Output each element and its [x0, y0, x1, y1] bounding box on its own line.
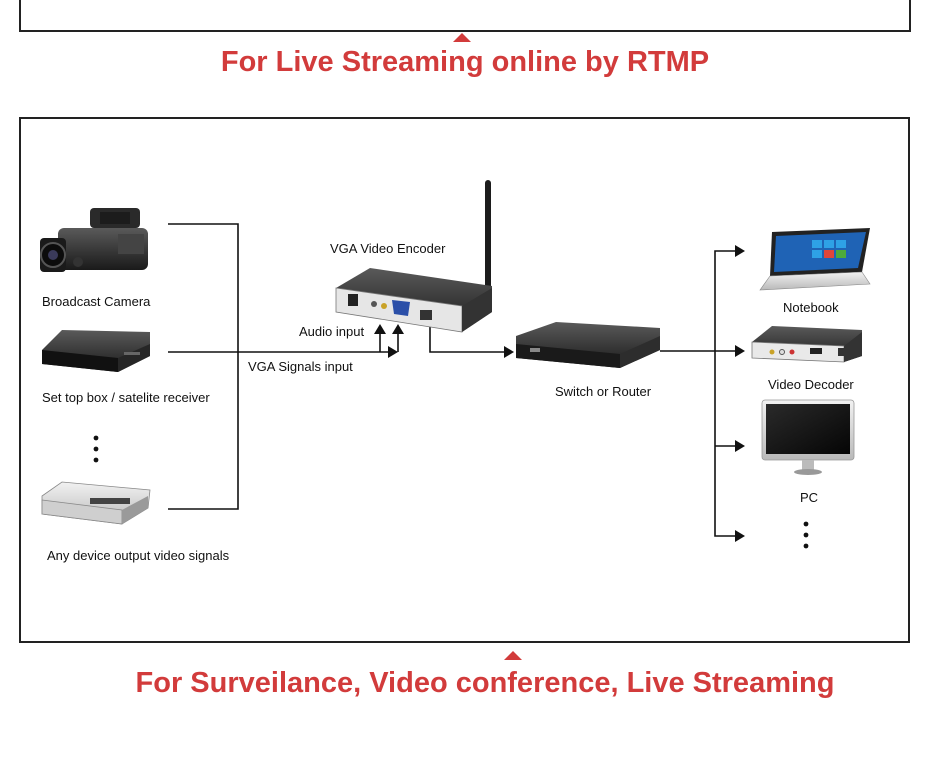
vga-encoder-icon — [336, 180, 492, 332]
output-label-decoder: Video Decoder — [768, 377, 854, 392]
arrow-icon — [504, 346, 514, 358]
switch-router-icon — [516, 322, 660, 368]
set-top-box-icon — [42, 330, 150, 372]
encoder-to-switch-line — [430, 326, 504, 352]
heading-surveillance: For Surveilance, Video conference, Live … — [20, 666, 930, 700]
arrow-icon — [735, 345, 745, 357]
arrow-icon — [735, 245, 745, 257]
switch-label: Switch or Router — [555, 384, 651, 399]
broadcast-camera-icon — [40, 208, 148, 272]
output-label-notebook: Notebook — [783, 300, 839, 315]
encoder-label: VGA Video Encoder — [330, 241, 445, 256]
arrow-icon — [735, 530, 745, 542]
pc-monitor-icon — [762, 400, 854, 475]
arrow-icon — [374, 324, 386, 334]
source-bus-line — [168, 224, 238, 509]
more-sources-dots — [94, 436, 99, 463]
source-label-set-top-box: Set top box / satelite receiver — [42, 390, 210, 405]
more-outputs-dots — [804, 522, 809, 549]
arrow-icon — [388, 346, 398, 358]
heading-pointer-bottom — [504, 651, 522, 660]
video-decoder-icon — [752, 326, 862, 362]
source-label-any-device: Any device output video signals — [47, 548, 229, 563]
output-label-pc: PC — [800, 490, 818, 505]
arrow-icon — [735, 440, 745, 452]
arrow-icon — [392, 324, 404, 334]
video-device-icon — [42, 482, 150, 524]
notebook-icon — [760, 228, 870, 290]
source-label-camera: Broadcast Camera — [42, 294, 150, 309]
audio-input-label: Audio input — [299, 324, 364, 339]
vga-input-label: VGA Signals input — [248, 359, 353, 374]
connection-lines — [168, 224, 735, 536]
output-bus-line — [715, 251, 735, 536]
